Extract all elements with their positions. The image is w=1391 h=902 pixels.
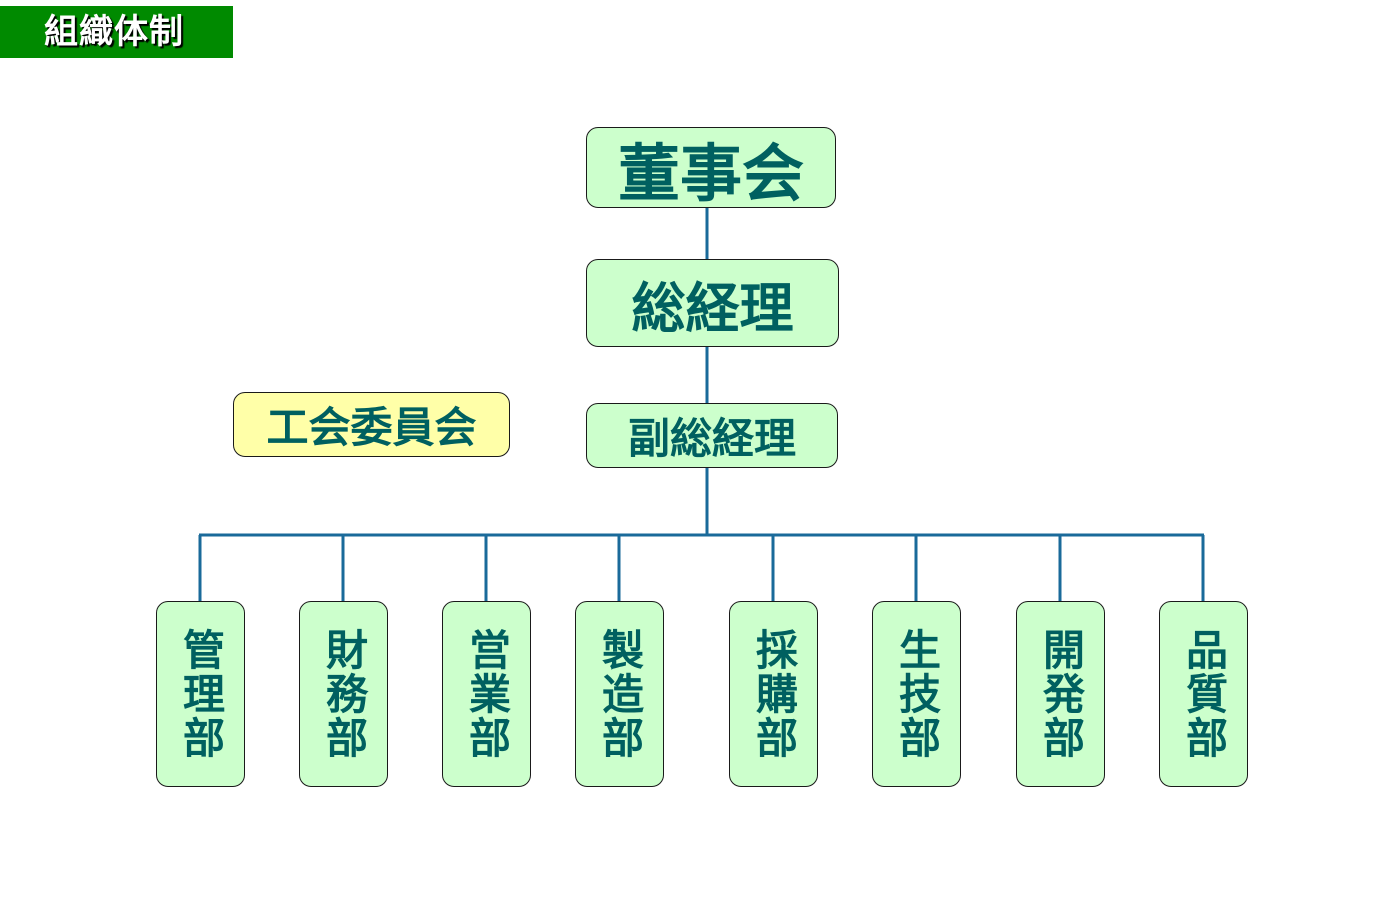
page-title: 組織体制 bbox=[0, 6, 233, 58]
deputy-general-manager-box: 副総経理 bbox=[586, 403, 838, 468]
board-box: 董事会 bbox=[586, 127, 836, 210]
dept-box-quality: 品質部 bbox=[1159, 601, 1248, 787]
dept-box-admin: 管理部 bbox=[156, 601, 245, 787]
union-committee-box: 工会委員会 bbox=[233, 392, 510, 457]
dept-box-production-engineering: 生技部 bbox=[872, 601, 961, 787]
dept-box-finance: 財務部 bbox=[299, 601, 388, 787]
dept-box-manufacturing: 製造部 bbox=[575, 601, 664, 787]
dept-box-development: 開発部 bbox=[1016, 601, 1105, 787]
general-manager-box: 総経理 bbox=[586, 259, 839, 347]
dept-box-purchasing: 採購部 bbox=[729, 601, 818, 787]
dept-box-sales: 営業部 bbox=[442, 601, 531, 787]
